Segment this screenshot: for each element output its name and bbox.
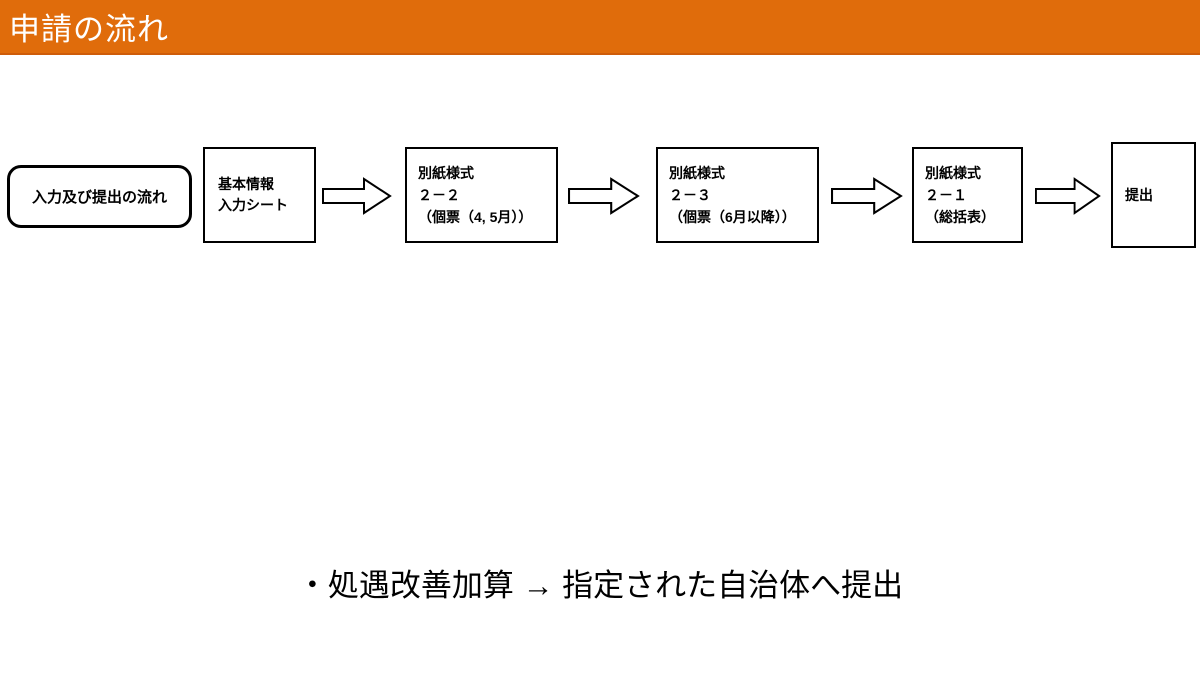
note-text: ・処遇改善加算 → 指定された自治体へ提出 [296,568,904,603]
step-line: ２－３ [669,187,711,203]
right-block-arrow-icon [568,177,640,215]
step-line: 基本情報 [218,176,274,192]
step-line: （総括表） [925,209,995,225]
title-bar: 申請の流れ [0,0,1200,55]
step-line: 別紙様式 [669,165,725,181]
right-block-arrow-icon [1035,177,1101,215]
step-line: 別紙様式 [418,165,474,181]
flow-step-basic-info-sheet: 基本情報 入力シート [203,147,316,243]
flow-step-form-2-2: 別紙様式 ２－２ （個票（4, 5月）） [405,147,558,243]
flow-step-form-2-1: 別紙様式 ２－１ （総括表） [912,147,1023,243]
flow-label-box: 入力及び提出の流れ [7,165,192,228]
page-title: 申請の流れ [9,12,169,47]
step-line: 提出 [1125,187,1153,203]
right-block-arrow-icon [322,177,392,215]
flow-step-form-2-3: 別紙様式 ２－３ （個票（6月以降）） [656,147,819,243]
flow-label-text: 入力及び提出の流れ [31,189,167,206]
step-line: （個票（6月以降）） [669,209,796,225]
right-block-arrow-icon [831,177,903,215]
step-line: （個票（4, 5月）） [418,209,533,225]
step-line: 別紙様式 [925,165,981,181]
step-line: ２－１ [925,187,967,203]
step-line: ２－２ [418,187,460,203]
flow-step-submit: 提出 [1111,142,1196,248]
note: ・処遇改善加算 → 指定された自治体へ提出 [0,560,1200,605]
step-line: 入力シート [218,197,288,213]
